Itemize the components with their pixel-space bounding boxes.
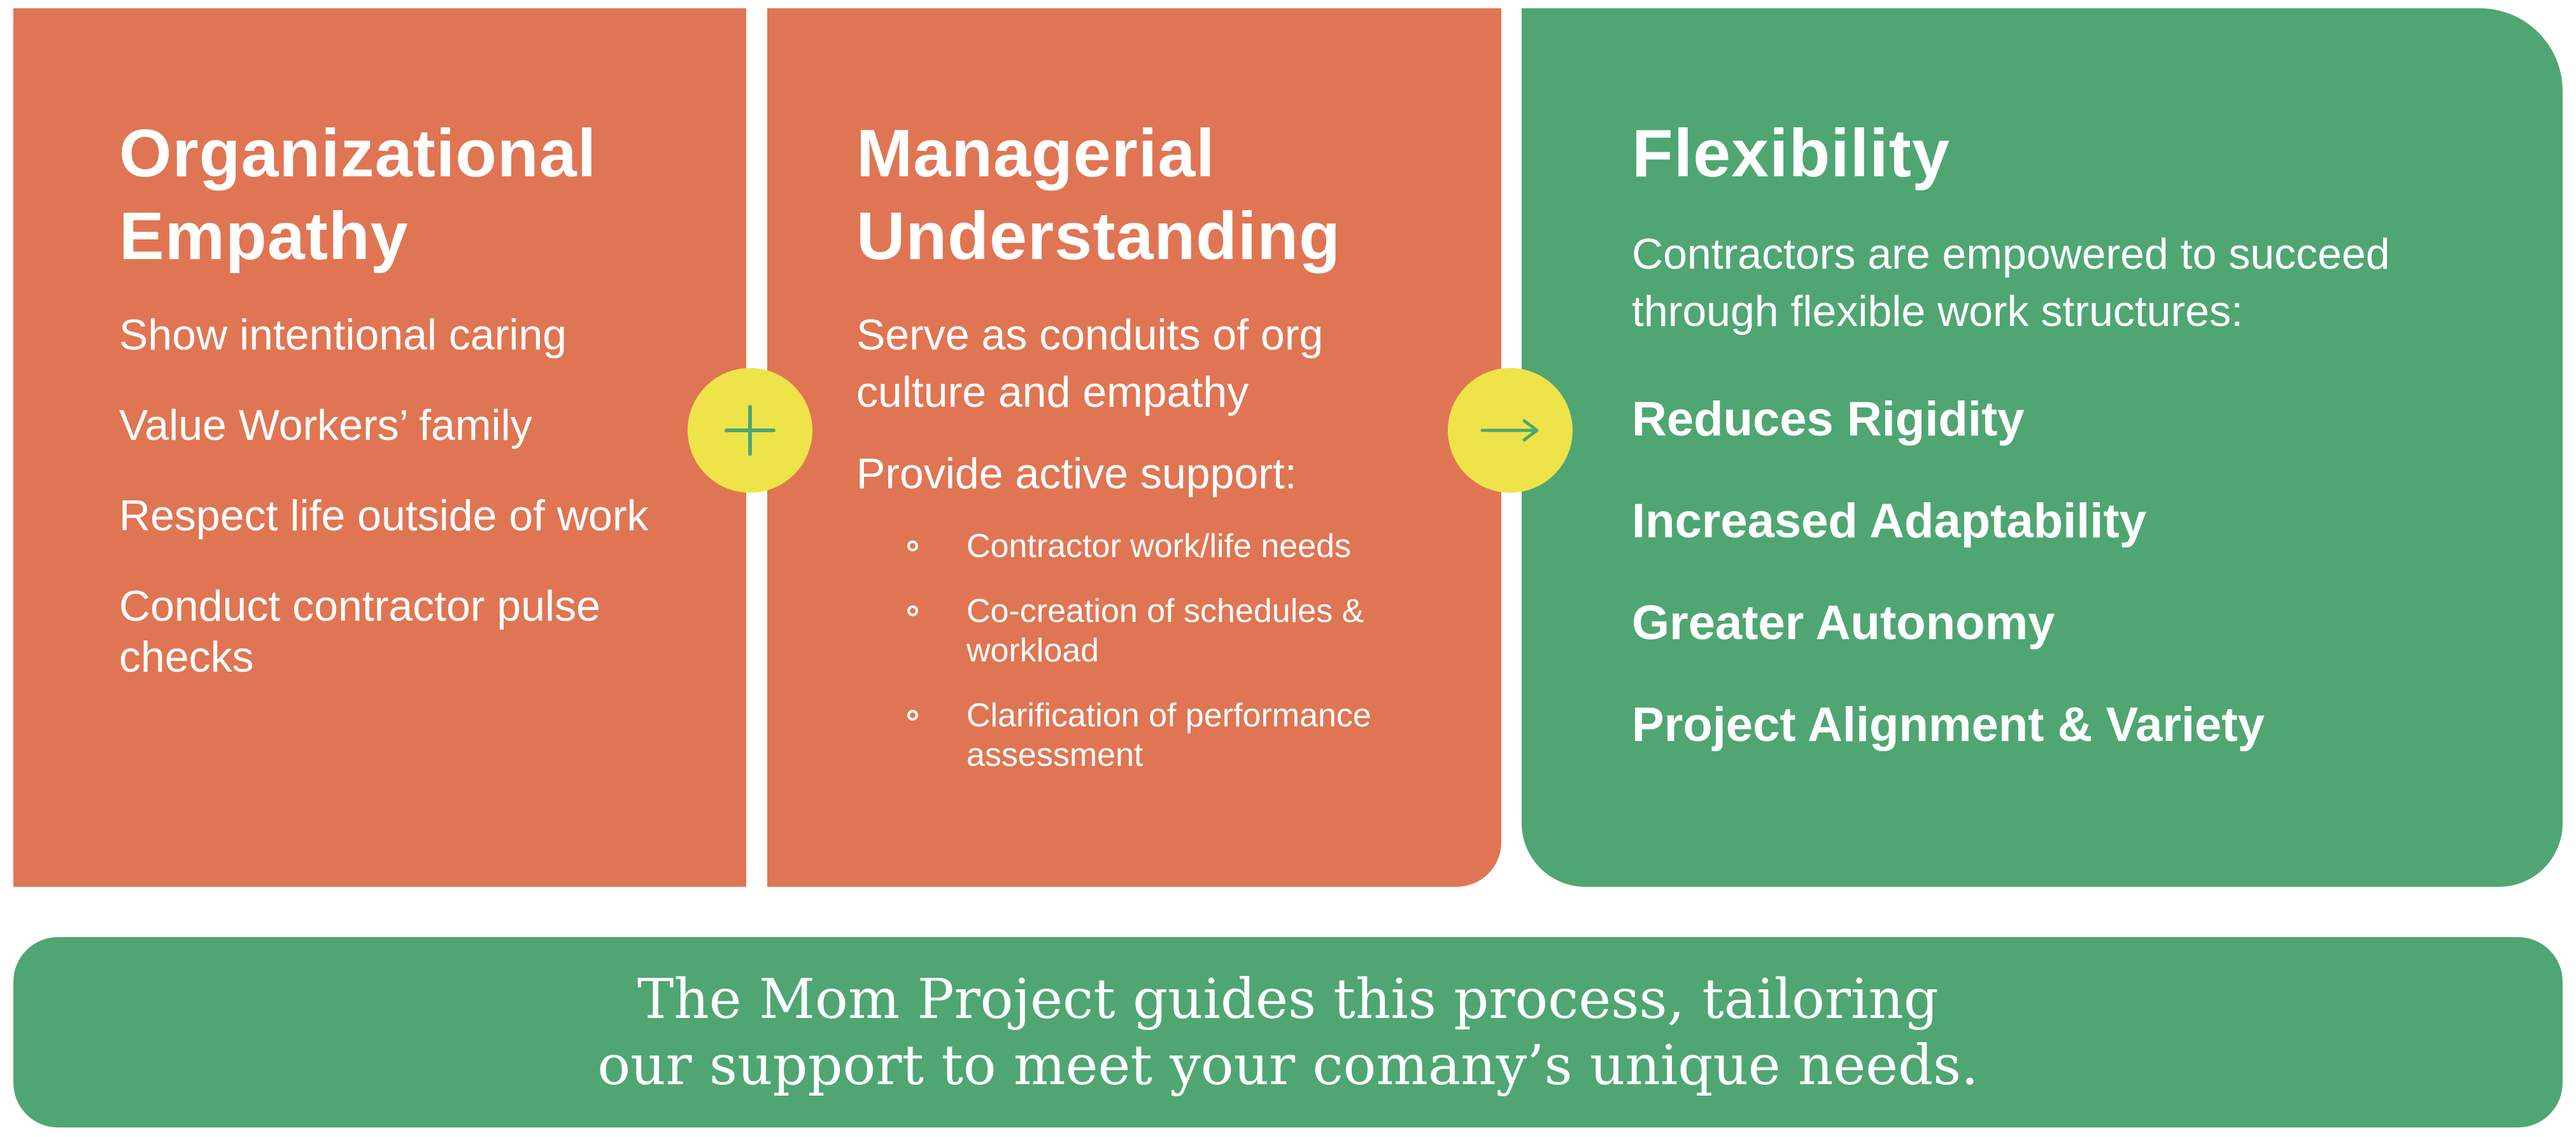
list-item: Greater Autonomy: [1632, 596, 2055, 650]
support-list: Contractor work/life needs Co-creation o…: [856, 526, 1501, 775]
list-item: Co-creation of schedules & workload: [856, 591, 1412, 670]
circle-bullet-icon: [907, 540, 918, 551]
list-item: Contractor work/life needs: [856, 526, 1412, 566]
circle-bullet-icon: [907, 710, 918, 721]
list-item: Show intentional caring: [119, 311, 567, 359]
managerial-understanding-description: Serve as conduits of org culture and emp…: [856, 311, 1324, 416]
support-item-label: Contractor work/life needs: [966, 528, 1352, 565]
managerial-understanding-title: Managerial Understanding: [856, 116, 1341, 274]
list-item: Reduces Rigidity: [1632, 392, 2025, 446]
plus-connector: [688, 368, 812, 493]
flexibility-title: Flexibility: [1632, 116, 1950, 191]
organizational-empathy-list: Show intentional caring Value Workers’ f…: [119, 309, 673, 682]
flexibility-benefits-list: Reduces Rigidity Increased Adaptability …: [1632, 391, 2563, 754]
support-item-label: Co-creation of schedules & workload: [966, 593, 1364, 669]
support-heading: Provide active support:: [856, 449, 1297, 498]
arrow-right-icon: [1480, 419, 1539, 442]
list-item: Conduct contractor pulse checks: [119, 582, 600, 681]
list-item: Clarification of performance assessment: [856, 696, 1412, 775]
plus-icon: [725, 405, 775, 456]
arrow-connector: [1448, 368, 1573, 493]
list-item: Value Workers’ family: [119, 401, 532, 449]
list-item: Respect life outside of work: [119, 491, 649, 540]
flexibility-panel: Flexibility Contractors are empowered to…: [1522, 8, 2563, 887]
list-item: Increased Adaptability: [1632, 494, 2147, 548]
footer-banner: The Mom Project guides this process, tai…: [13, 937, 2563, 1127]
organizational-empathy-panel: Organizational Empathy Show intentional …: [13, 8, 746, 887]
list-item: Project Alignment & Variety: [1632, 698, 2265, 752]
banner-text: The Mom Project guides this process, tai…: [597, 967, 1979, 1098]
managerial-understanding-panel: Managerial Understanding Serve as condui…: [767, 8, 1501, 887]
support-item-label: Clarification of performance assessment: [966, 697, 1371, 773]
flexibility-description: Contractors are empowered to succeed thr…: [1632, 230, 2390, 335]
circle-bullet-icon: [907, 605, 918, 616]
organizational-empathy-title: Organizational Empathy: [119, 116, 597, 274]
